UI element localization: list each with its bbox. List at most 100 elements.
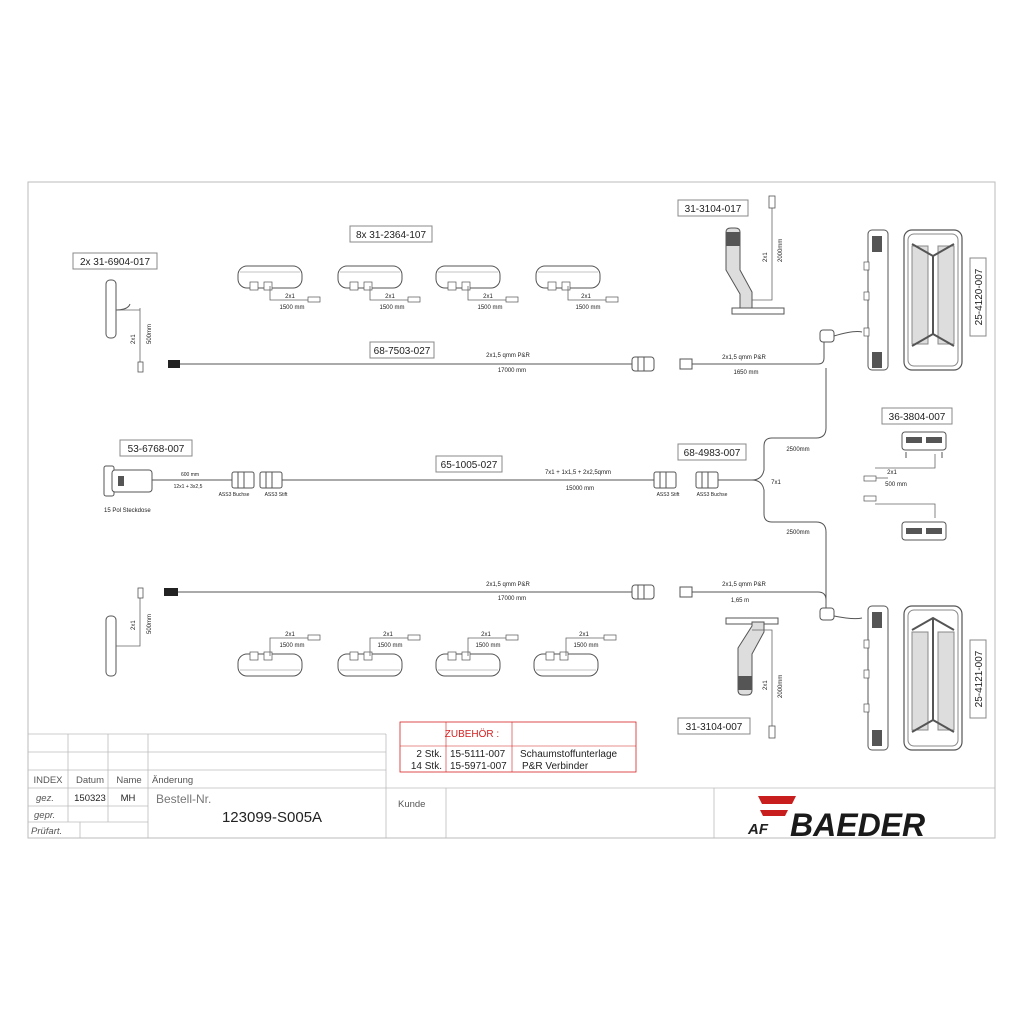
lower-lamp4-1500: 1500 mm [573,643,598,649]
lamp4-2x1: 2x1 [581,294,591,300]
rear-lamp-right [863,229,963,371]
tb-gepr: gepr. [34,810,55,821]
label-36-3804-007: 36-3804-007 [889,412,946,423]
lower-lamp3-2x1: 2x1 [481,632,491,638]
lamp3-2x1: 2x1 [483,294,493,300]
outline-lamp-upper: 2x1 2000mm [725,195,785,315]
splitter-2500-bottom: 2500mm [786,530,809,536]
side-lamp-upper-3: 2x1 1500 mm [435,265,519,311]
label-53-6768-007: 53-6768-007 [128,444,185,455]
socket-600mm: 600 mm [181,472,199,478]
lower-lamp1-2x1: 2x1 [285,632,295,638]
steckdose-label: 15 Pol Steckdose [104,508,151,514]
accessories-table: ZUBEHÖR : 2 Stk. 15-5111-007 Schaumstoff… [399,721,637,773]
acc-row2-desc: P&R Verbinder [522,761,589,772]
lower-lamp1-1500: 1500 mm [279,643,304,649]
label-31-3104-007: 31-3104-007 [686,722,743,733]
cable-500mm-marker-upper: 500mm [147,324,153,344]
tb-gez-name: MH [121,793,136,804]
socket-15-pol: 15 Pol Steckdose 600 mm 12x1 + 3x2,5 [103,465,242,514]
cable-upper-pr: 2x1,5 qmm P&R 17000 mm 2x1,5 qmm P&R 165… [168,329,863,376]
upper-pr-qmm: 2x1,5 qmm P&R [722,355,766,361]
upper-pr-1650: 1650 mm [733,370,758,376]
outline-lower-2x1: 2x1 [763,680,769,690]
side-lamp-upper-1: 2x1 1500 mm [237,265,321,311]
tb-index: INDEX [33,775,63,786]
tb-aenderung: Änderung [152,775,193,786]
tb-kunde: Kunde [398,799,425,810]
tb-bestell-nr: 123099-S005A [222,809,322,826]
label-31-2364-107: 8x 31-2364-107 [356,230,426,241]
lower-lamp4-2x1: 2x1 [579,632,589,638]
label-31-3104-017: 31-3104-017 [685,204,742,215]
cable-lower-pr: 2x1,5 qmm P&R 17000 mm 2x1,5 qmm P&R 1,6… [164,582,863,621]
license-500mm: 500 mm [885,482,907,488]
lower-lamp2-2x1: 2x1 [383,632,393,638]
lower-pr-qmm: 2x1,5 qmm P&R [722,582,766,588]
acc-row1-qty: 2 Stk. [416,749,442,760]
main-cable-spec: 7x1 + 1x1,5 + 2x2,5qmm [545,470,611,476]
tb-gez: gez. [36,793,54,804]
upper-cable-17000: 17000 mm [498,368,526,374]
label-25-4121-007: 25-4121-007 [974,650,985,707]
lamp1-2x1: 2x1 [285,294,295,300]
ass3-buchse-left: ASS3 Buchse [219,492,250,498]
splitter-7x1: 7x1 [771,480,781,486]
tb-bestell-label: Bestell-Nr. [156,792,211,806]
main-cable-15000: 15000 mm [566,486,594,492]
label-68-7503-027: 68-7503-027 [374,346,431,357]
splitter-cable: 2500mm 7x1 2500mm [718,368,827,604]
lamp3-1500mm: 1500 mm [477,305,502,311]
cable-2x1-marker-upper: 2x1 [131,334,137,344]
main-cable: ASS3 Buchse ASS3 Stift ASS3 Stift ASS3 B… [219,470,728,498]
lower-lamp3-1500: 1500 mm [475,643,500,649]
acc-row2-part: 15-5971-007 [450,761,507,772]
accessories-header: ZUBEHÖR : [445,728,499,740]
outline-lower-2000mm: 2000mm [778,675,784,698]
acc-row1-desc: Schaumstoffunterlage [520,749,618,760]
lamp4-1500mm: 1500 mm [575,305,600,311]
tb-gez-date: 150323 [74,793,106,804]
baeder-logo: AF BAEDER [747,796,925,843]
tb-name: Name [116,775,141,786]
side-lamp-lower-4: 2x1 1500 mm [533,632,617,677]
tb-datum: Datum [76,775,104,786]
lower-pr-165m: 1,65 m [731,598,749,604]
side-lamp-lower-1: 2x1 1500 mm [237,632,321,677]
upper-cable-qmm: 2x1,5 qmm P&R [486,353,530,359]
lower-cable-17000: 17000 mm [498,596,526,602]
ass3-stift-left: ASS3 Stift [265,492,288,498]
license-2x1: 2x1 [887,470,897,476]
side-lamp-lower-2: 2x1 1500 mm [337,632,421,677]
logo-baeder: BAEDER [790,807,925,843]
drawing-frame [27,181,996,839]
label-25-4120-007: 25-4120-007 [974,268,985,325]
side-lamp-lower-3: 2x1 1500 mm [435,632,519,677]
lower-cable-qmm: 2x1,5 qmm P&R [486,582,530,588]
license-lamp: 2x1 500 mm [863,431,947,541]
lamp1-1500mm: 1500 mm [279,305,304,311]
lamp2-1500mm: 1500 mm [379,305,404,311]
label-65-1005-027: 65-1005-027 [441,460,498,471]
rear-lamp-left [863,605,963,751]
side-lamp-upper-4: 2x1 1500 mm [535,265,619,311]
label-68-4983-007: 68-4983-007 [684,448,741,459]
lamp2-2x1: 2x1 [385,294,395,300]
ass3-buchse-right: ASS3 Buchse [697,492,728,498]
outline-top-2000mm: 2000mm [778,239,784,262]
marker-light-lower: 2x1 500mm [105,587,153,677]
splitter-2500-top: 2500mm [786,447,809,453]
outline-top-2x1: 2x1 [763,252,769,262]
cable-500mm-marker-lower: 500mm [147,614,153,634]
outline-lamp-lower: 2x1 2000mm [725,617,784,739]
cable-2x1-marker-lower: 2x1 [131,620,137,630]
acc-row2-qty: 14 Stk. [411,761,442,772]
tb-pruefart: Prüfart. [31,826,62,837]
marker-light-upper: 2x1 500mm [105,279,153,373]
title-block [28,733,995,838]
side-lamp-upper-2: 2x1 1500 mm [337,265,421,311]
logo-af: AF [747,821,769,838]
ass3-stift-right: ASS3 Stift [657,492,680,498]
label-31-6904-017: 2x 31-6904-017 [80,257,150,268]
